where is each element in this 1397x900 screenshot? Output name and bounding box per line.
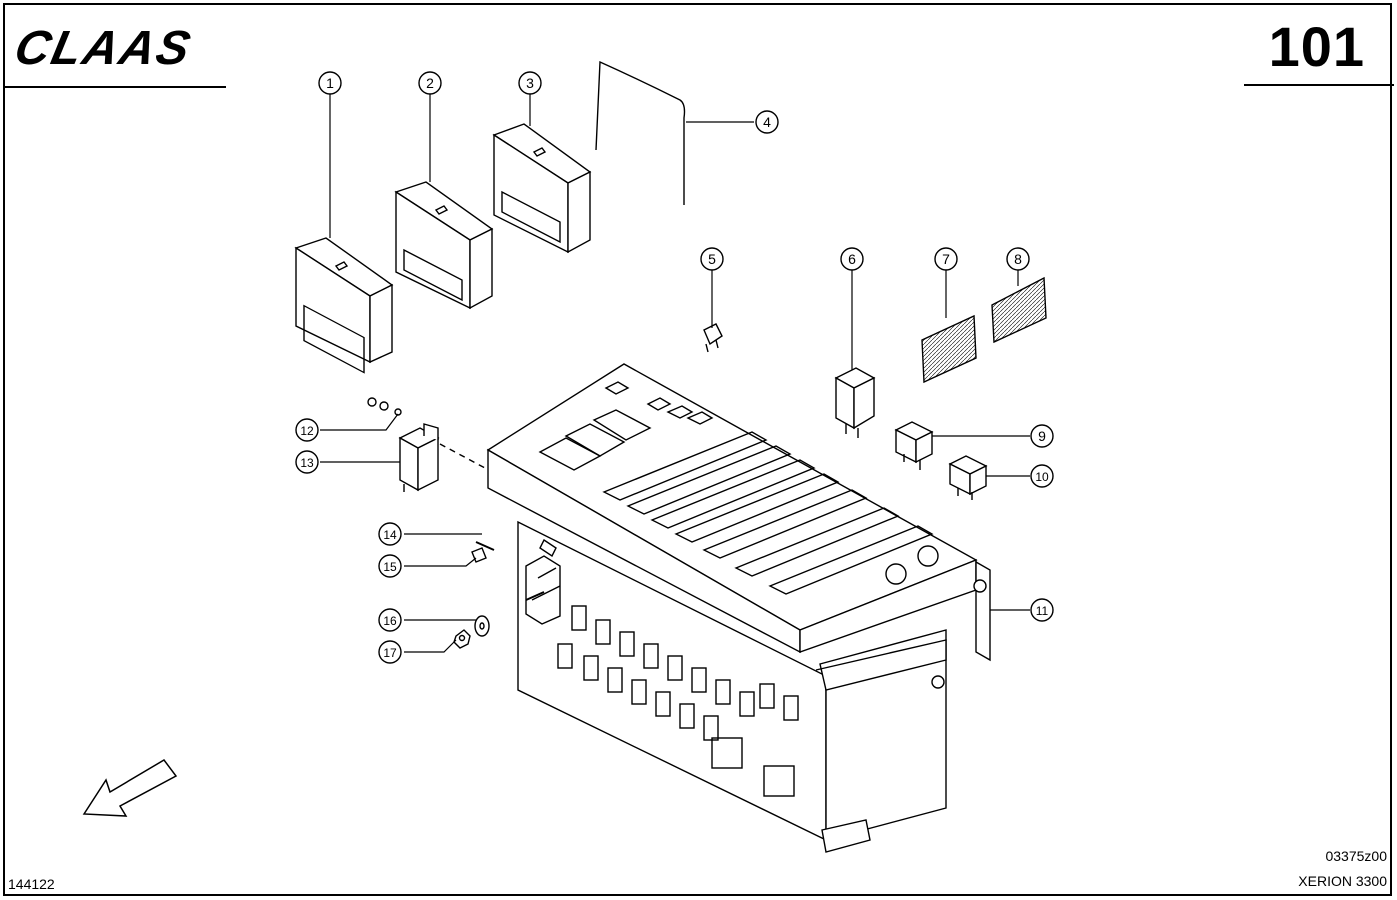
- callout-16: 16: [378, 608, 402, 632]
- callout-1: 1: [318, 71, 342, 95]
- callout-label: 14: [383, 528, 397, 542]
- callout-12: 12: [295, 418, 319, 442]
- callout-11: 11: [1030, 598, 1054, 622]
- model-name: XERION 3300: [1298, 873, 1387, 889]
- header-rule-left: [3, 86, 226, 88]
- fuse-5: [703, 323, 723, 353]
- claas-logo: CLAAS: [10, 21, 197, 74]
- callout-13: 13: [295, 450, 319, 474]
- relay-10: [948, 455, 988, 500]
- callout-14: 14: [378, 522, 402, 546]
- callout-label: 3: [526, 75, 534, 91]
- page-number: 101: [1268, 15, 1365, 78]
- callout-6: 6: [840, 247, 864, 271]
- callout-label: 6: [848, 251, 856, 267]
- callout-label: 5: [708, 251, 716, 267]
- callout-label: 7: [942, 251, 950, 267]
- callout-label: 12: [300, 424, 314, 438]
- callout-label: 4: [763, 114, 771, 130]
- module-13: [398, 423, 440, 492]
- relay-9: [894, 421, 934, 470]
- sheet-border: [3, 3, 1392, 896]
- callout-label: 15: [383, 560, 397, 574]
- callout-8: 8: [1006, 247, 1030, 271]
- control-unit-1: [294, 237, 394, 374]
- callout-label: 9: [1038, 428, 1046, 444]
- callout-5: 5: [700, 247, 724, 271]
- callout-label: 17: [383, 646, 397, 660]
- callout-label: 16: [383, 614, 397, 628]
- callout-label: 2: [426, 75, 434, 91]
- callout-label: 11: [1036, 604, 1049, 618]
- direction-arrow: [82, 759, 178, 817]
- screw-14: [475, 541, 495, 551]
- front-panel-cutouts: [557, 605, 799, 797]
- drawing-code: 144122: [8, 876, 55, 892]
- top-plate-cutouts: [538, 381, 939, 595]
- callout-label: 13: [300, 456, 314, 470]
- callout-15: 15: [378, 554, 402, 578]
- relay-6: [834, 367, 876, 438]
- reference-code: 03375z00: [1325, 848, 1387, 864]
- callout-3: 3: [518, 71, 542, 95]
- nut-washer-12: [367, 397, 402, 416]
- callout-label: 1: [326, 75, 334, 91]
- wire-harness-4: [595, 60, 686, 205]
- callout-label: 8: [1014, 251, 1022, 267]
- callout-4: 4: [755, 110, 779, 134]
- callout-17: 17: [378, 640, 402, 664]
- control-unit-2: [394, 181, 494, 310]
- callout-label: 10: [1035, 470, 1049, 484]
- callout-9: 9: [1030, 424, 1054, 448]
- label-sticker-8: [991, 276, 1047, 344]
- stud-spring: [525, 538, 557, 601]
- svg-text:CLAAS: CLAAS: [10, 21, 197, 74]
- leader-lines: [320, 94, 1030, 653]
- callout-2: 2: [418, 71, 442, 95]
- callout-10: 10: [1030, 464, 1054, 488]
- nut-17: [453, 629, 471, 649]
- header-rule-right: [1244, 84, 1394, 86]
- label-sticker-7: [921, 314, 977, 384]
- mounting-nut-bottom: [931, 675, 945, 689]
- callout-7: 7: [934, 247, 958, 271]
- mounting-nut-top: [973, 579, 987, 593]
- bracket-plate: [525, 555, 561, 625]
- control-unit-3: [492, 123, 592, 254]
- washer-16: [474, 615, 490, 637]
